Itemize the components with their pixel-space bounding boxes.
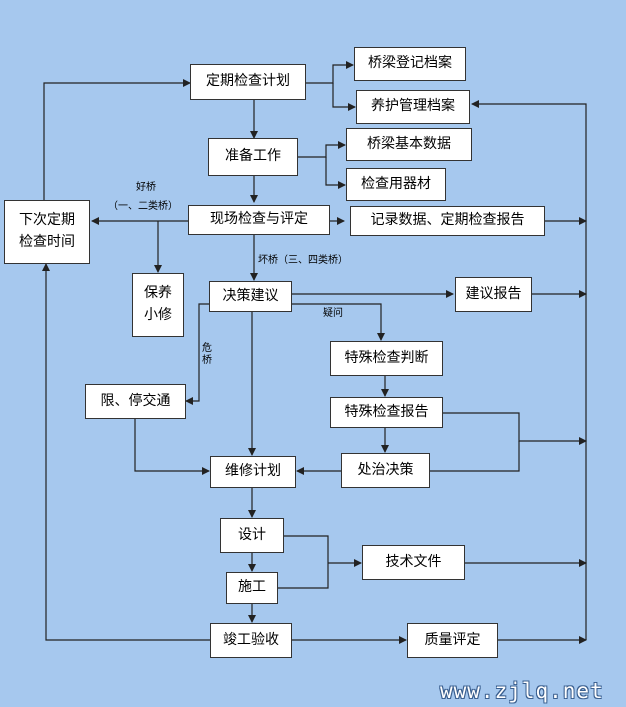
edge-report-rail <box>443 412 587 445</box>
node-decision-proposal: 决策建议 <box>209 281 292 312</box>
node-traffic-restriction: 限、停交通 <box>85 384 186 419</box>
label-doubt: 疑问 <box>323 308 343 319</box>
label-danger: 危桥 <box>202 343 212 366</box>
node-maintenance-repair: 保养 小修 <box>132 273 184 337</box>
edge-next-plan <box>43 79 191 200</box>
edge-traffic-repair <box>134 419 210 475</box>
label-bad-bridge: 坏桥（三、四类桥） <box>258 255 348 266</box>
watermark-text: www.zjlq.net <box>440 679 604 703</box>
node-proposal-report: 建议报告 <box>455 277 532 312</box>
edge-completion-next <box>42 263 210 641</box>
node-quality-evaluation: 质量评定 <box>407 623 498 658</box>
node-special-report: 特殊检查报告 <box>330 397 443 428</box>
edge-treatment-bracket <box>430 441 520 472</box>
node-site-inspection: 现场检查与评定 <box>188 205 330 235</box>
edge-plan-archive <box>332 83 356 111</box>
node-completion-acceptance: 竣工验收 <box>210 623 292 658</box>
node-maintenance-archive: 养护管理档案 <box>356 90 470 124</box>
edge-design-bracket <box>278 535 329 589</box>
edge-prepare-equipment <box>325 157 346 189</box>
edge-decision-traffic <box>185 303 209 405</box>
node-design: 设计 <box>220 518 284 553</box>
node-bridge-basic-data: 桥梁基本数据 <box>346 128 472 161</box>
edge-decision-special <box>292 303 385 341</box>
node-prepare-work: 准备工作 <box>208 138 298 176</box>
edge-prepare-data <box>298 141 346 158</box>
node-special-judgment: 特殊检查判断 <box>330 341 443 376</box>
node-inspection-equipment: 检查用器材 <box>346 168 446 201</box>
node-repair-plan: 维修计划 <box>210 456 296 488</box>
edge-plan-registry <box>306 61 354 84</box>
node-record-report: 记录数据、定期检查报告 <box>350 206 545 236</box>
label-good-classes: （一、二类桥） <box>108 201 178 212</box>
node-construction: 施工 <box>226 572 278 604</box>
edge-rail-archive <box>471 100 587 640</box>
node-treatment-decision: 处治决策 <box>341 453 430 488</box>
node-bridge-registry: 桥梁登记档案 <box>354 47 466 81</box>
node-next-inspection-time: 下次定期 检查时间 <box>4 200 90 264</box>
node-technical-docs: 技术文件 <box>362 545 465 580</box>
node-periodic-plan: 定期检查计划 <box>190 64 306 100</box>
label-good-bridge: 好桥 <box>136 182 156 193</box>
